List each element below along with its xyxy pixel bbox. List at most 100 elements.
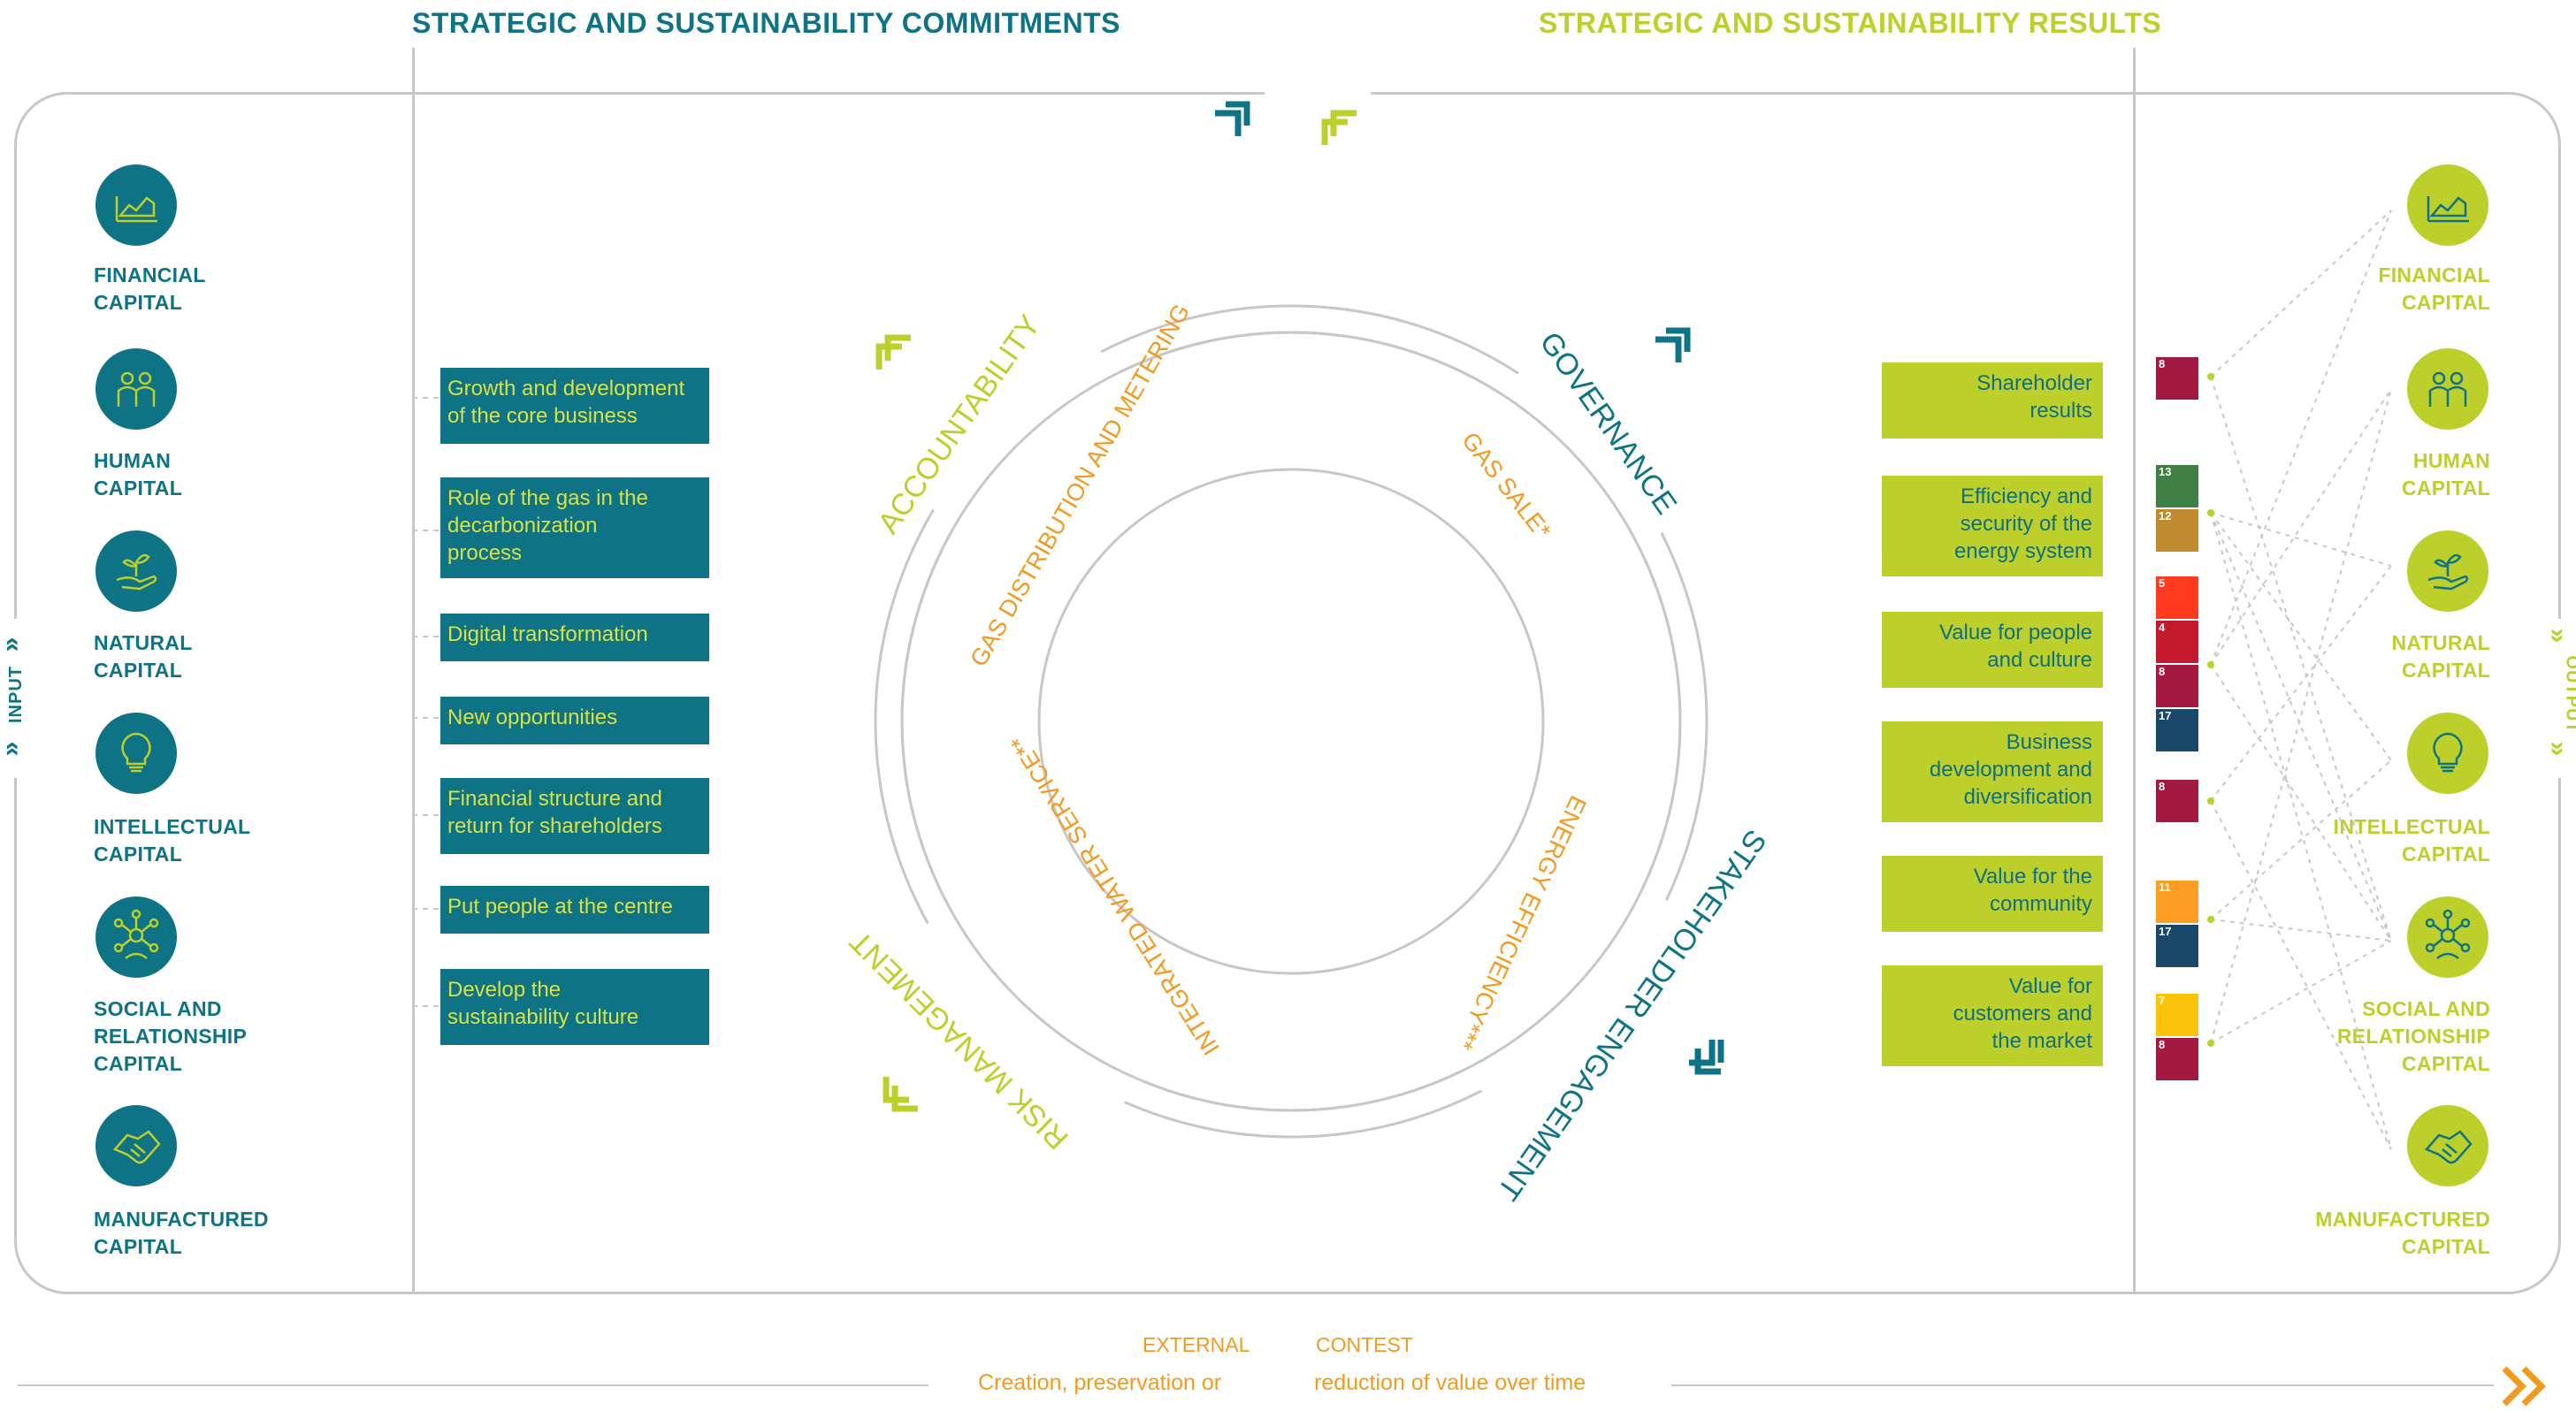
capital-label-line: CAPITAL [2401, 1235, 2490, 1258]
chevron-right-icon [2502, 1366, 2546, 1407]
input-label: INPUT [6, 666, 26, 723]
result-line: Shareholder [1976, 371, 2092, 395]
result-line: Value for people [1938, 621, 2092, 644]
value-creation-right: reduction of value over time [1314, 1370, 1586, 1395]
bottom-line-right [1671, 1384, 2494, 1386]
inner-ring [1037, 468, 1545, 975]
right-divider [2133, 48, 2136, 1294]
capital-label-line: NATURAL [2391, 631, 2490, 654]
capital-label-line: CAPITAL [2401, 291, 2490, 314]
result-line: development and [1929, 758, 2092, 782]
value-cycle-diagram: ACCOUNTABILITY GOVERNANCE STAKEHOLDER EN… [824, 247, 1793, 1215]
capital-label-line: CAPITAL [94, 291, 183, 314]
sdg-tile: 13 [2156, 465, 2198, 507]
sdg-tile: 17 [2156, 925, 2198, 967]
results-header: STRATEGIC AND SUSTAINABILITY RESULTS [1539, 7, 2162, 39]
sdg-tile: 17 [2156, 709, 2198, 751]
lightbulb-icon [2407, 713, 2488, 794]
commitment-box: Put people at the centre [440, 886, 709, 934]
capital-label-line: CAPITAL [2401, 1052, 2490, 1075]
input-chevron-top: » [0, 637, 26, 652]
sdg-tile: 4 [2156, 621, 2198, 663]
sdg-tile: 5 [2156, 576, 2198, 619]
capital-label-line: FINANCIAL [94, 263, 206, 286]
capital-label-line: FINANCIAL [2378, 263, 2490, 286]
sdg-number: 17 [2159, 709, 2172, 722]
result-box: Value for people and culture [1882, 612, 2103, 688]
sdg-number: 13 [2159, 465, 2172, 478]
result-box: Value for the community [1882, 856, 2103, 932]
result-line: Business [2006, 730, 2092, 754]
capital-label-line: INTELLECTUAL [94, 815, 251, 838]
contest-label: CONTEST [1316, 1333, 1413, 1356]
commitment-line: Role of the gas in the [447, 486, 648, 510]
chart-icon [2407, 164, 2488, 246]
sdg-tile: 12 [2156, 509, 2198, 552]
sdg-number: 11 [2159, 881, 2171, 894]
chart-icon [96, 164, 177, 246]
result-line: diversification [1963, 785, 2092, 809]
capital-label-line: CAPITAL [2401, 477, 2490, 500]
capital-label-line: CAPITAL [94, 1052, 183, 1075]
capital-label-line: CAPITAL [94, 843, 183, 866]
result-line: energy system [1953, 539, 2092, 563]
plant-hand-icon [96, 530, 177, 612]
capital-label-line: CAPITAL [2401, 659, 2490, 682]
network-icon [2407, 896, 2488, 978]
commitments-connectors [412, 397, 440, 1007]
sdg-tile: 8 [2156, 357, 2198, 400]
input-side [0, 619, 30, 778]
lightbulb-icon [96, 713, 177, 794]
result-box: Shareholder results [1882, 362, 2103, 439]
commitment-line: of the core business [447, 404, 638, 428]
commitments-header: STRATEGIC AND SUSTAINABILITY COMMITMENTS [412, 7, 1121, 39]
commitment-line: return for shareholders [447, 814, 662, 838]
capital-label: NATURAL CAPITAL [94, 629, 193, 684]
capital-label-line: CAPITAL [94, 1235, 183, 1258]
output-chevron-top: » [2543, 628, 2573, 644]
result-box: Efficiency and security of the energy sy… [1882, 476, 2103, 576]
capital-label: FINANCIAL CAPITAL [2260, 262, 2490, 317]
capital-label-line: SOCIAL AND [94, 997, 222, 1020]
frame-gap-top [1265, 85, 1371, 97]
capital-label-line: CAPITAL [94, 659, 183, 682]
sdg-number: 8 [2159, 665, 2166, 678]
sdg-number: 8 [2159, 780, 2166, 793]
outer-ring [874, 304, 1708, 1139]
capital-label-line: SOCIAL AND [2362, 997, 2490, 1020]
sdg-number: 5 [2159, 576, 2166, 590]
capital-label-line: HUMAN [2412, 449, 2490, 472]
chevron-risk-icon [883, 1077, 918, 1112]
commitment-line: New opportunities [447, 706, 618, 729]
sdg-number: 12 [2159, 509, 2172, 522]
result-box: Business development and diversification [1882, 721, 2103, 822]
capital-label-line: CAPITAL [94, 477, 183, 500]
capital-label-line: NATURAL [94, 631, 193, 654]
chevron-top-lime-icon [1321, 110, 1357, 145]
handshake-icon [2407, 1105, 2488, 1186]
capital-label: HUMAN CAPITAL [94, 447, 182, 502]
capital-label: HUMAN CAPITAL [2260, 447, 2490, 502]
result-box: Value for customers and the market [1882, 965, 2103, 1066]
sdg-number: 4 [2159, 621, 2166, 634]
input-chevron-bottom: » [0, 742, 26, 757]
left-divider [412, 48, 415, 1294]
result-line: Efficiency and [1961, 484, 2092, 508]
capital-label-line: HUMAN [94, 449, 172, 472]
chevron-top-teal-icon [1215, 101, 1250, 136]
commitment-box: Digital transformation [440, 614, 709, 661]
commitment-box: Growth and development of the core busin… [440, 368, 709, 444]
commitment-box: Develop the sustainability culture [440, 969, 709, 1045]
people-icon [96, 348, 177, 430]
chevron-accountability-icon [875, 334, 911, 370]
commitment-line: Growth and development [447, 377, 685, 400]
chevron-stakeholder-icon [1689, 1040, 1724, 1075]
sdg-number: 8 [2159, 1038, 2166, 1051]
capital-label: FINANCIAL CAPITAL [94, 262, 206, 317]
result-line: security of the [1960, 512, 2092, 536]
commitment-line: Financial structure and [447, 787, 662, 811]
sdg-tile: 11 [2156, 881, 2198, 923]
external-label: EXTERNAL [1143, 1333, 1250, 1356]
